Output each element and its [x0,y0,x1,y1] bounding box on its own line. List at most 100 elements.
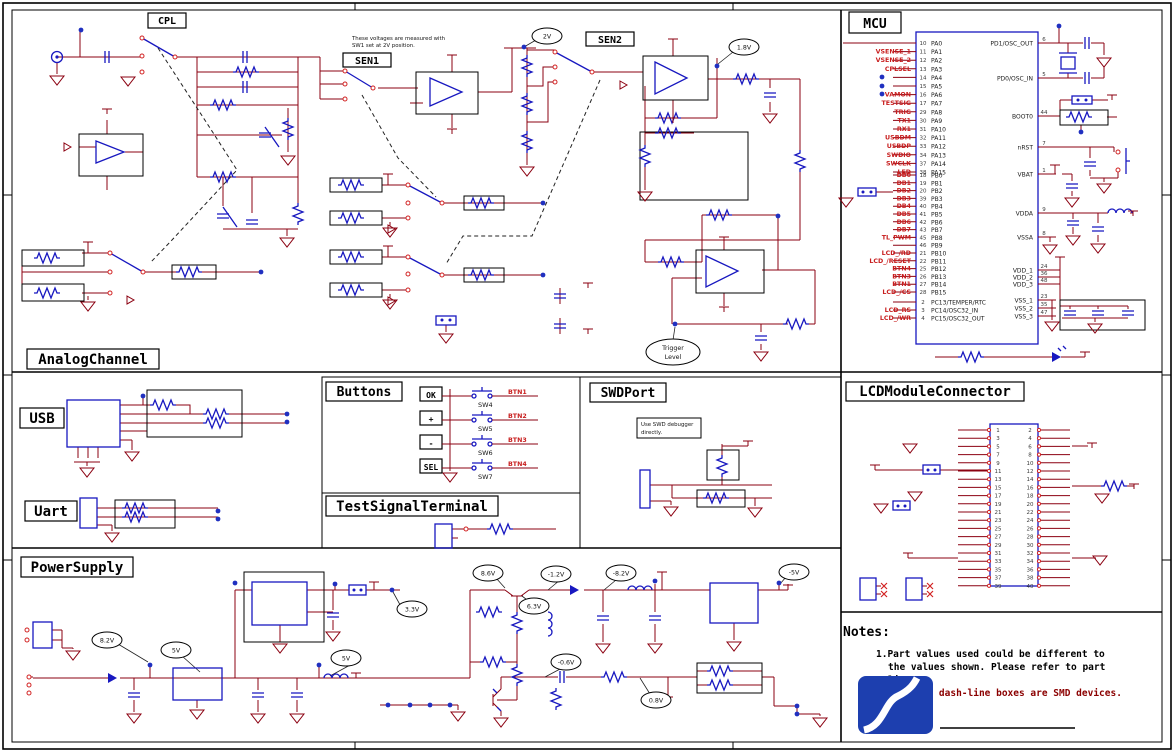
svg-text:PB7: PB7 [931,227,943,234]
svg-text:VDD_1: VDD_1 [1013,268,1033,275]
svg-text:26: 26 [1027,526,1034,532]
svg-text:LCD_/WR: LCD_/WR [880,315,911,322]
svg-text:6: 6 [1042,37,1046,43]
svg-text:2: 2 [1028,428,1032,434]
svg-text:TRIG: TRIG [894,109,911,116]
svg-text:6: 6 [1028,444,1032,450]
svg-text:PD1/OSC_OUT: PD1/OSC_OUT [990,41,1033,48]
svg-text:PB2: PB2 [931,188,943,195]
section-label-buttons: Buttons [337,385,392,400]
svg-text:17: 17 [995,494,1002,500]
svg-text:13: 13 [995,477,1002,483]
svg-text:PA1: PA1 [931,49,942,56]
transistors [492,688,502,712]
svg-text:17: 17 [920,101,927,107]
component-boxes [21,55,1146,694]
switch-levers [109,37,1130,276]
mcu-pin-row: PD1/OSC_OUT 6 [990,37,1056,48]
svg-text:1: 1 [1042,168,1046,174]
svg-text:42: 42 [920,220,927,226]
svg-text:SWCLK: SWCLK [886,160,912,167]
svg-text:10: 10 [920,41,927,47]
svg-text:9: 9 [996,461,1000,467]
svg-text:29: 29 [995,543,1002,549]
button-switch-ref: SW4 [478,401,493,409]
svg-text:LCD_/RESET: LCD_/RESET [869,258,911,265]
button-net: BTN3 [508,437,527,444]
svg-text:RX1: RX1 [897,126,911,133]
voltage-bubble: 5V [330,649,362,667]
svg-text:45: 45 [920,235,927,241]
svg-text:nRST: nRST [1018,145,1034,152]
svg-text:6.3V: 6.3V [527,604,542,611]
svg-text:8: 8 [1028,453,1032,459]
voltage-bubble: 2V [531,27,563,45]
svg-text:25: 25 [995,526,1002,532]
svg-text:-1.2V: -1.2V [548,572,565,579]
svg-text:USBDM: USBDM [885,135,911,142]
svg-text:0.8V: 0.8V [649,698,664,705]
section-dividers [12,10,1162,742]
svg-text:30: 30 [920,118,927,124]
svg-text:PA12: PA12 [931,144,946,151]
notes-line-1: 1.Part values used could be different to [876,649,1105,660]
logo [858,676,1075,734]
svg-text:21: 21 [995,510,1002,516]
led-arrows [1057,345,1067,352]
svg-text:PB5: PB5 [931,212,943,219]
voltage-bubble: -0.6V [550,653,582,671]
svg-text:20: 20 [1027,502,1034,508]
svg-text:40: 40 [1027,584,1034,590]
svg-text:41: 41 [920,212,927,218]
svg-text:18: 18 [1027,494,1034,500]
svg-text:12: 12 [1027,469,1034,475]
mcu-pin-row: VSS_235 [1014,302,1056,313]
notes-line-2: the values shown. Please refer to part [888,662,1105,673]
svg-text:39: 39 [995,584,1002,590]
svg-text:-: - [429,439,434,448]
mcu-pin-row: VSS_123 [1014,294,1056,305]
svg-text:PC15/OSC32_OUT: PC15/OSC32_OUT [931,316,985,323]
svg-text:-8.2V: -8.2V [613,571,630,578]
passives [33,36,1135,711]
svg-text:PA3: PA3 [931,66,942,73]
svg-text:47: 47 [1041,310,1048,316]
voltage-bubble: 6.3V [518,597,550,615]
svg-text:34: 34 [920,153,927,159]
voltage-bubble: 8.2V [91,631,123,649]
svg-text:PB9: PB9 [931,243,943,250]
svg-text:DB5: DB5 [897,211,911,218]
svg-text:31: 31 [995,551,1002,557]
svg-text:24: 24 [1027,518,1034,524]
svg-text:44: 44 [1041,110,1048,116]
svg-text:PB11: PB11 [931,258,947,265]
svg-text:VDD_3: VDD_3 [1013,282,1033,289]
svg-text:PB3: PB3 [931,196,943,203]
svg-text:15: 15 [995,485,1002,491]
svg-text:25: 25 [920,267,927,273]
svg-text:PD0/OSC_IN: PD0/OSC_IN [997,76,1033,83]
svg-text:DB2: DB2 [897,188,911,195]
svg-text:33: 33 [920,144,927,150]
analog-note-2: SW1 set at 2V position. [352,43,415,49]
svg-text:35: 35 [1041,302,1048,308]
svg-text:40: 40 [920,204,927,210]
svg-text:8.6V: 8.6V [481,571,496,578]
svg-text:VSENSE_2: VSENSE_2 [876,57,911,64]
